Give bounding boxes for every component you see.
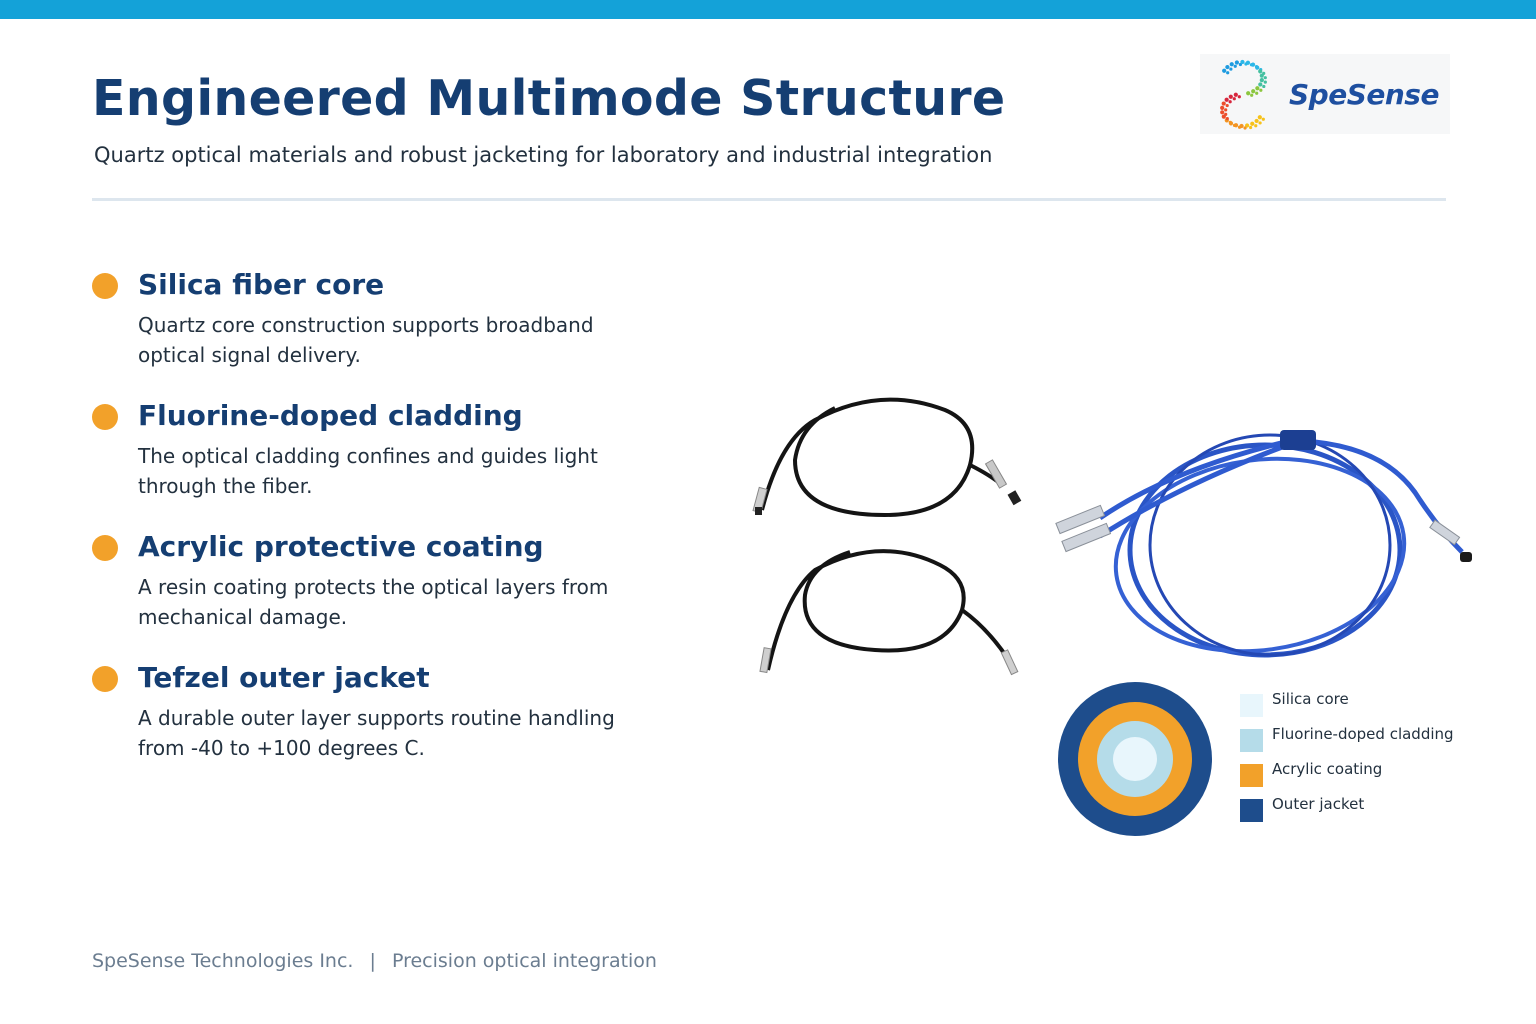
logo-dot [1229, 62, 1234, 67]
logo-dot [1224, 108, 1228, 112]
orange-bullet-icon [92, 666, 118, 692]
logo-dot [1237, 125, 1242, 129]
legend-swatch [1240, 729, 1263, 752]
logo-dot [1254, 124, 1258, 128]
logo-dot [1250, 93, 1254, 97]
logo-dot [1259, 78, 1264, 83]
logo-dot [1259, 88, 1263, 92]
feature-description: A durable outer layer supports routine h… [138, 706, 615, 760]
logo-dot [1251, 89, 1256, 94]
orange-bullet-icon [92, 273, 118, 299]
logo-dot [1225, 117, 1229, 121]
footer-company: SpeSense Technologies Inc. [92, 950, 354, 972]
logo-dot [1224, 97, 1229, 102]
logo-dot [1228, 94, 1233, 99]
footer: SpeSense Technologies Inc. | Precision o… [92, 950, 657, 972]
logo-dot [1255, 91, 1259, 95]
dotted-s-logo-icon [1220, 59, 1267, 130]
logo-dot [1221, 101, 1226, 106]
legend-label: Silica core [1272, 690, 1349, 708]
feature-title: Tefzel outer jacket [138, 661, 430, 694]
logo-dot [1220, 110, 1225, 115]
black-fiber-cable-top [752, 397, 1022, 518]
feature-title: Acrylic protective coating [138, 530, 544, 563]
logo-dot [1228, 100, 1232, 104]
silica-core-disc [1113, 737, 1157, 781]
logo-dot [1225, 64, 1230, 70]
black-fiber-cable-bottom [759, 549, 1019, 676]
fiber-cables-image [752, 397, 1472, 676]
legend-label: Outer jacket [1272, 795, 1365, 813]
logo-dot [1250, 121, 1255, 126]
footer-tagline: Precision optical integration [391, 950, 657, 972]
feature-description: A resin coating protects the optical lay… [138, 575, 609, 629]
logo-dot [1228, 120, 1232, 124]
feature-title: Fluorine-doped cladding [138, 399, 523, 432]
logo-dot [1237, 95, 1241, 99]
logo-dot [1240, 59, 1245, 65]
logo-dot [1245, 123, 1250, 128]
legend-label: Fluorine-doped cladding [1272, 725, 1454, 743]
legend-swatch [1240, 694, 1263, 717]
page-title: Engineered Multimode Structure [92, 70, 1006, 127]
fiber-cross-section-diagram [1058, 682, 1212, 836]
feature-title: Silica fiber core [138, 268, 385, 301]
legend-swatch [1240, 799, 1263, 822]
logo-dot [1262, 84, 1266, 89]
logo-dot [1229, 67, 1233, 71]
spesense-logo: SpeSense [1200, 54, 1450, 134]
top-accent-bar [0, 0, 1536, 19]
logo-dot [1257, 115, 1262, 120]
logo-dot [1258, 121, 1262, 125]
logo-dot [1222, 68, 1227, 73]
logo-dot [1258, 82, 1263, 87]
orange-bullet-icon [92, 535, 118, 561]
logo-dot [1234, 60, 1239, 65]
logo-dot [1263, 76, 1267, 80]
logo-dot [1232, 123, 1237, 127]
logo-dot [1255, 86, 1260, 91]
orange-bullet-icon [92, 404, 118, 430]
legend-label: Acrylic coating [1272, 760, 1383, 778]
feature-description: Quartz core construction supports broadb… [138, 313, 594, 367]
logo-dot [1263, 80, 1267, 84]
logo-dot [1246, 91, 1251, 96]
logo-dot [1225, 103, 1229, 108]
page-subtitle: Quartz optical materials and robust jack… [94, 143, 993, 167]
logo-dot [1233, 64, 1237, 68]
logo-dot [1226, 71, 1230, 75]
logo-dot [1259, 73, 1264, 78]
header-divider [92, 198, 1446, 201]
footer-separator: | [369, 950, 376, 972]
logo-dot [1224, 112, 1228, 116]
feature-description: The optical cladding confines and guides… [138, 444, 598, 498]
logo-dot [1220, 105, 1225, 110]
logo-wordmark: SpeSense [1289, 78, 1439, 111]
legend-swatch [1240, 764, 1263, 787]
logo-dot [1238, 62, 1242, 67]
logo-dot [1245, 60, 1251, 65]
logo-dot [1249, 125, 1253, 130]
logo-dot [1243, 126, 1247, 130]
logo-dot [1261, 117, 1265, 121]
logo-dot [1255, 65, 1260, 70]
blue-bifurcated-fiber-cable [1055, 430, 1472, 658]
logo-dot [1258, 69, 1263, 74]
logo-dot [1254, 118, 1259, 124]
logo-dot [1232, 97, 1236, 101]
logo-dot [1233, 92, 1238, 97]
logo-dot [1250, 62, 1256, 67]
